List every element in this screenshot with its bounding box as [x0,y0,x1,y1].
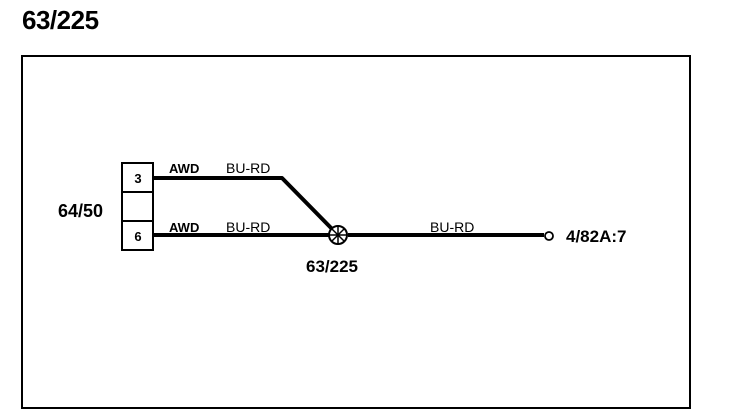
connector-pin-6-box [121,220,154,251]
page-title: 63/225 [22,5,99,35]
wire-pin-6-system-label: AWD [169,220,199,235]
diagram-frame [21,55,691,409]
wire-pin-3-line [153,176,339,236]
splice-id-label: 63/225 [306,257,358,276]
connector-pin-empty-box [121,191,154,222]
connector-id-label: 64/50 [58,201,103,221]
wire-pin-3-color-label: BU-RD [226,160,270,176]
splice-node[interactable] [328,225,348,245]
terminal-node[interactable]: 4/82A:7 [544,227,626,246]
terminal-circle [544,231,554,241]
connector-pin-3-label: 3 [134,171,141,186]
wire-pin-3-system-label: AWD [169,161,199,176]
splice-cross-d2 [331,228,345,242]
wire-pin-6-color-label: BU-RD [226,219,270,235]
wire-splice-terminal[interactable]: BU-RD [348,219,544,237]
terminal-label: 4/82A:7 [566,227,626,246]
connector-64-50[interactable]: 3 6 [121,162,154,251]
wire-pin-6[interactable]: AWD BU-RD [153,219,329,237]
connector-pin-6-label: 6 [134,229,141,244]
wire-splice-terminal-color-label: BU-RD [430,219,474,235]
wire-pin-3[interactable]: AWD BU-RD [153,160,339,236]
